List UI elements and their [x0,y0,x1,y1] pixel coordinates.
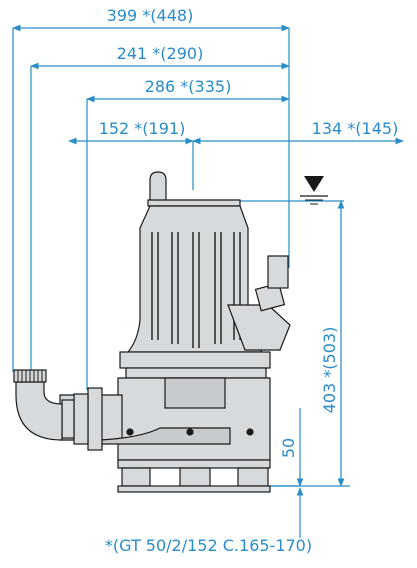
dim-overall-width: 399 *(448) [107,6,194,25]
model-footnote: *(GT 50/2/152 C.165-170) [104,536,313,555]
pump-body [13,171,291,493]
elbow-pipe [15,381,63,441]
support-foot-right [237,467,269,487]
cable-inlet [267,255,289,289]
dim-clearance: 50 [279,438,298,458]
motor-flange [119,351,271,369]
dim-flange-offset: 286 *(335) [145,77,232,96]
outlet-flange [87,387,103,451]
support-foot-left [121,467,151,487]
base-plate [117,485,271,493]
dim-outlet-offset: 241 *(290) [117,44,204,63]
support-foot-center [179,467,211,487]
dim-right-half: 134 *(145) [312,119,399,138]
dim-left-half: 152 *(191) [99,119,186,138]
water-level-icon [300,176,328,205]
dim-height: 403 *(503) [320,327,339,414]
